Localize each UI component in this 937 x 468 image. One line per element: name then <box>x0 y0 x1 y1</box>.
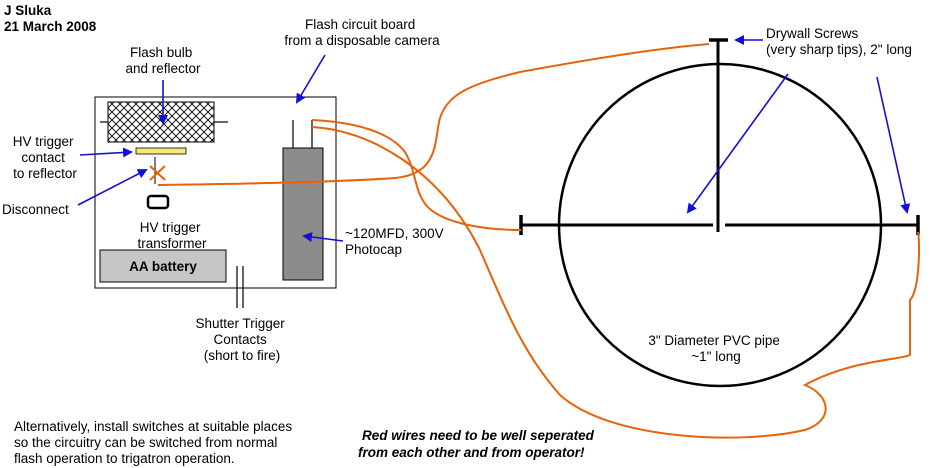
pvc-label: 3" Diameter PVC pipe ~1" long <box>648 333 783 364</box>
shutter-label: Shutter Trigger Contacts (short to fire) <box>195 316 288 363</box>
aa-battery <box>99 249 227 283</box>
hv-wires <box>157 43 921 439</box>
flash-circuit-board <box>94 96 337 289</box>
battery-label: AA battery <box>129 259 197 274</box>
hv-trigger-contact <box>135 147 187 155</box>
hv-contact-label: HV trigger contact to reflector <box>13 134 78 181</box>
arrow-hv-contact <box>79 147 133 158</box>
photocap-label: ~120MFD, 300V Photocap <box>345 226 447 257</box>
wire-cap-to-left-screw <box>311 119 522 231</box>
wire-trigger-to-top-screw <box>157 43 710 186</box>
disconnect-label: Disconnect <box>2 202 69 217</box>
drywall-label: Drywall Screws (very sharp tips), 2" lon… <box>766 26 912 57</box>
disconnect-x-mark-2 <box>149 165 166 181</box>
arrow-flash-board <box>295 54 326 104</box>
flash-board-label: Flash circuit board from a disposable ca… <box>284 17 440 48</box>
hv-transformer-label: HV trigger transformer <box>137 220 207 251</box>
alternative-note: Alternatively, install switches at suita… <box>14 419 296 466</box>
arrow-photocap <box>302 232 344 242</box>
photocap <box>282 147 324 281</box>
arrow-screw-right <box>876 76 911 214</box>
arrow-disconnect <box>77 169 148 206</box>
warning-note: Red wires need to be well seperated from… <box>358 428 598 460</box>
arrow-screw-left <box>686 73 789 214</box>
flash-bulb-reflector <box>107 101 215 143</box>
author-date: 21 March 2008 <box>4 19 97 34</box>
flash-bulb-label: Flash bulb and reflector <box>125 45 201 76</box>
hv-trigger-transformer <box>146 194 170 210</box>
callout-arrows <box>77 35 911 242</box>
wire-cap-to-right-screw <box>311 126 921 439</box>
author-name: J Sluka <box>4 3 52 18</box>
